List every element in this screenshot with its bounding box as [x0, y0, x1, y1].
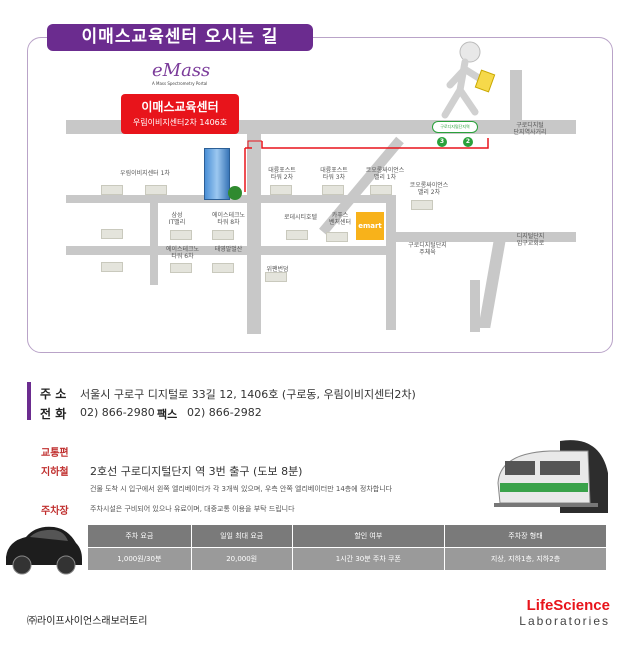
building-marker — [265, 272, 287, 282]
building-marker — [270, 185, 292, 195]
building-marker — [101, 262, 123, 272]
map-label-kolon1: 코오롱싸이언스 밸리 1차 — [365, 167, 405, 181]
map-label-lotte: 로데시티호텔 — [283, 214, 318, 221]
parking-note: 주차시설은 구비되어 있으나 유료이며, 대중교통 이용을 부탁 드립니다 — [90, 505, 295, 513]
phone-value: 02) 866-2980 — [80, 406, 155, 419]
building-marker — [145, 185, 167, 195]
building-marker — [286, 230, 308, 240]
phone-label: 전 화 — [40, 407, 67, 421]
building-marker — [322, 185, 344, 195]
subway-note: 건물 도착 시 입구에서 왼쪽 엘리베이터가 각 3개씩 있으며, 우측 안쪽 … — [90, 485, 393, 493]
road-center-vertical — [247, 134, 261, 334]
emass-logo-tagline: A Mass Spectrometry Portal — [152, 81, 208, 86]
road-right-vertical — [386, 200, 396, 330]
location-callout: 이매스교육센터 우림이비지센터2차 1406호 — [121, 94, 239, 134]
building-marker — [326, 232, 348, 242]
parking-cell-discount: 1시간 30분 주차 쿠폰 — [292, 548, 444, 570]
road-right-horizontal — [391, 232, 576, 242]
map-label-kolon2: 코오롱싸이언스 밸리 2차 — [409, 182, 449, 196]
company-name: ㈜라이프사이언스래보러토리 — [27, 616, 148, 627]
subway-value: 2호선 구로디지털단지 역 3번 출구 (도보 8분) — [90, 465, 303, 478]
emart-marker: emart — [356, 212, 384, 240]
map-label-guro-center: 구로디지털 단지역사거리 — [513, 122, 547, 136]
road-bottom-vertical — [470, 280, 480, 332]
map-label-carpas: 카푸스 벤처센터 — [328, 212, 352, 226]
emass-logo: eMass A Mass Spectrometry Portal — [152, 60, 230, 86]
road-lower-horizontal — [66, 246, 391, 255]
contact-accent-bar — [27, 382, 31, 420]
parking-header-type: 주차장 형태 — [444, 525, 606, 547]
map-label-ebiz1: 우림이비지센터 1차 — [120, 170, 170, 177]
map-label-ace6: 에이스테크노 타워 6차 — [165, 246, 200, 260]
fax-label: 팩스 — [157, 408, 178, 421]
table-row: 1,000원/30분 20,000원 1시간 30분 주차 쿠폰 지상, 지하1… — [88, 548, 606, 570]
parking-header-fee: 주차 요금 — [88, 525, 191, 547]
map-label-guro-entrance: 디지털단지 입구교회로 — [516, 233, 545, 247]
building-marker — [170, 230, 192, 240]
car-icon — [6, 526, 82, 575]
parking-label: 주차장 — [41, 506, 69, 517]
subway-label: 지하철 — [41, 467, 69, 478]
building-marker — [212, 263, 234, 273]
building-marker — [411, 200, 433, 210]
logo-line1: LifeScience — [526, 597, 610, 614]
address-value: 서울시 구로구 디지털로 33길 12, 1406호 (구로동, 우림이비지센터… — [80, 388, 416, 401]
building-marker — [370, 185, 392, 195]
building-marker — [101, 229, 123, 239]
parking-cell-fee: 1,000원/30분 — [88, 548, 191, 570]
road-left-vertical — [150, 203, 158, 285]
map-label-ace8: 에이스테크노 타워 8차 — [211, 212, 246, 226]
map-label-daeryong3: 대륭포스트 타워 3차 — [320, 167, 348, 181]
callout-name: 이매스교육센터 — [141, 100, 219, 114]
parking-cell-type: 지상, 지하1층, 지하2층 — [444, 548, 606, 570]
target-building-tower — [204, 148, 230, 200]
building-marker — [101, 185, 123, 195]
parking-header-max: 일일 최대 요금 — [191, 525, 292, 547]
exit-3-badge: 3 — [437, 137, 447, 147]
building-marker — [212, 230, 234, 240]
fax-value: 02) 866-2982 — [187, 406, 262, 419]
address-label: 주 소 — [40, 387, 67, 401]
walking-person-icon — [441, 41, 496, 119]
building-marker — [170, 263, 192, 273]
map-label-samsung: 삼성 IT밸리 — [168, 212, 186, 226]
map-label-guro-hall: 구로디지털단지 주체육 — [408, 242, 447, 256]
map-label-wolmun: 위팬번덤 — [266, 266, 289, 273]
train-icon — [494, 440, 608, 513]
page-title: 이매스교육센터 오시는 길 — [47, 24, 313, 51]
parking-table-header-row: 주차 요금 일일 최대 요금 할인 여부 주차장 형태 — [88, 525, 606, 547]
parking-header-discount: 할인 여부 — [292, 525, 444, 547]
exit-2-badge: 2 — [463, 137, 473, 147]
map-label-taeyoung: 태영말벌산 — [214, 246, 243, 253]
emass-logo-word: eMass — [152, 60, 211, 81]
road-far-right-vertical — [510, 70, 522, 134]
transit-heading: 교통편 — [41, 448, 69, 459]
parking-table: 주차 요금 일일 최대 요금 할인 여부 주차장 형태 1,000원/30분 2… — [87, 524, 607, 571]
lifescience-logo: LifeScience Laboratories — [498, 597, 610, 628]
logo-line2: Laboratories — [519, 614, 610, 628]
parking-cell-max: 20,000원 — [191, 548, 292, 570]
map-label-daeryong2: 대륭포스트 타워 2차 — [268, 167, 296, 181]
callout-address: 우림이비지센터2차 1406호 — [132, 118, 228, 127]
subway-station-label: 구로디지털단지역 — [432, 121, 478, 133]
tree-icon — [228, 186, 242, 200]
